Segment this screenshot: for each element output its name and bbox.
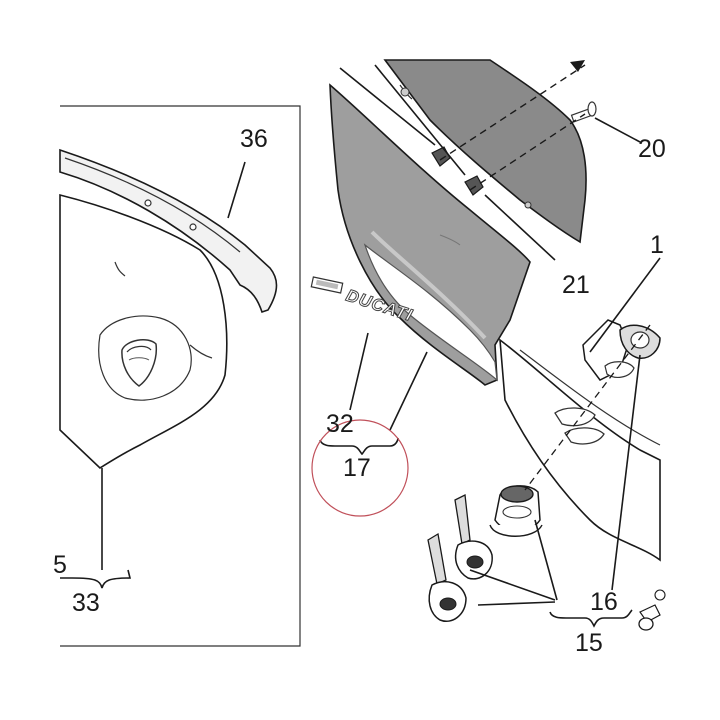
screw-part-20 — [570, 101, 597, 123]
label-36: 36 — [240, 125, 268, 153]
label-15: 15 — [575, 629, 603, 657]
inset-frame — [60, 105, 301, 647]
assembly-dashed-lines — [439, 60, 651, 491]
key-upper — [454, 494, 493, 580]
highlight-circle — [311, 419, 409, 517]
label-16: 16 — [590, 588, 618, 616]
tail-cover-part — [59, 193, 228, 469]
bracket-part — [582, 319, 661, 381]
ducati-shield-logo — [121, 338, 158, 387]
part-labels: 36 20 21 1 32 17 5 33 16 15 — [53, 125, 666, 657]
key-lower — [427, 532, 467, 622]
upper-cover-part — [383, 59, 587, 244]
screw-part-lower — [638, 589, 666, 631]
group-braces — [60, 437, 633, 628]
label-20: 20 — [638, 135, 666, 163]
lock-cylinder-part — [489, 485, 543, 537]
grab-rail-part — [59, 148, 278, 314]
label-5: 5 — [53, 551, 67, 579]
leader-lines — [101, 64, 661, 606]
label-17: 17 — [343, 454, 371, 482]
seat-base-part — [499, 338, 661, 562]
label-32: 32 — [326, 410, 354, 438]
side-panel-part — [329, 83, 531, 386]
label-33: 33 — [72, 589, 100, 617]
label-21: 21 — [562, 271, 590, 299]
label-1: 1 — [650, 231, 664, 259]
